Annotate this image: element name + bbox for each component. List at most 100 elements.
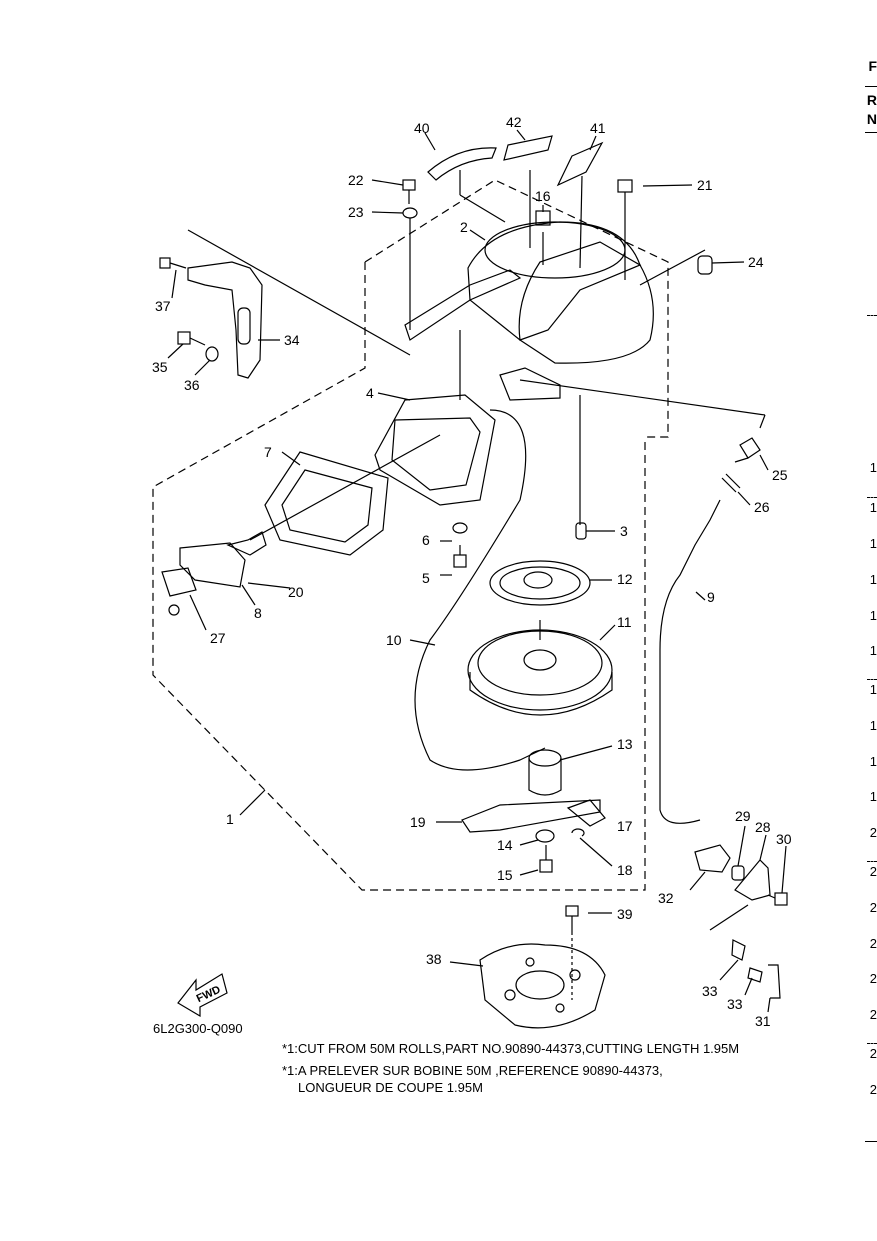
callout: 11 bbox=[617, 614, 632, 630]
cable-27 bbox=[659, 499, 721, 824]
bolt-15 bbox=[539, 845, 553, 873]
assembly-boundary bbox=[152, 179, 669, 891]
edge-number: 1 bbox=[869, 718, 877, 733]
callout: 17 bbox=[617, 818, 633, 834]
callout: 8 bbox=[254, 605, 262, 621]
callout: 21 bbox=[697, 177, 713, 193]
callout: 14 bbox=[497, 837, 513, 853]
edge-rule bbox=[867, 861, 877, 862]
edge-number: 2 bbox=[869, 971, 877, 986]
callout: 26 bbox=[754, 499, 770, 515]
callout: 6 bbox=[422, 532, 430, 548]
right-edge-column: F R N 1 1 1 1 1 1 1 1 1 1 2 2 2 2 2 2 2 … bbox=[863, 0, 877, 1241]
bracket-slot bbox=[237, 307, 251, 345]
callout: 5 bbox=[422, 570, 430, 586]
callout: 39 bbox=[617, 906, 633, 922]
callout: 32 bbox=[658, 890, 674, 906]
edge-number: 2 bbox=[869, 1046, 877, 1061]
starter-rope-10 bbox=[414, 409, 546, 771]
callout: 30 bbox=[776, 831, 792, 847]
edge-number: 1 bbox=[869, 500, 877, 515]
edge-number: 1 bbox=[869, 682, 877, 697]
callout: 35 bbox=[152, 359, 168, 375]
callout: 33 bbox=[702, 983, 718, 999]
washer-23 bbox=[402, 207, 418, 219]
bolt-30 bbox=[767, 892, 788, 906]
bolt-21 bbox=[617, 179, 633, 206]
callout: 27 bbox=[210, 630, 226, 646]
callout: 19 bbox=[410, 814, 426, 830]
link-28 bbox=[734, 859, 771, 901]
cover-top bbox=[484, 221, 626, 279]
collar-24 bbox=[697, 255, 713, 275]
washer-6 bbox=[452, 522, 468, 534]
clip-33b bbox=[747, 967, 763, 983]
edge-rule bbox=[865, 86, 877, 87]
callout: 23 bbox=[348, 204, 364, 220]
edge-number: 1 bbox=[869, 608, 877, 623]
callout: 42 bbox=[506, 114, 522, 130]
clip-9 bbox=[161, 567, 197, 597]
edge-header-n: N bbox=[866, 111, 877, 127]
cover-handle-left bbox=[404, 269, 522, 341]
bushing-13 bbox=[528, 749, 562, 796]
note-line-2: *1:A PRELEVER SUR BOBINE 50M ,REFERENCE … bbox=[282, 1063, 663, 1078]
callout: 33 bbox=[727, 996, 743, 1012]
washer-14 bbox=[535, 829, 555, 843]
edge-rule bbox=[865, 132, 877, 133]
edge-rule bbox=[867, 315, 877, 316]
edge-number: 1 bbox=[869, 536, 877, 551]
edge-number: 1 bbox=[869, 572, 877, 587]
grip-7 bbox=[264, 451, 389, 556]
rod-31 bbox=[768, 964, 781, 999]
callout: 40 bbox=[414, 120, 430, 136]
plate-38 bbox=[479, 943, 606, 1029]
callout: 13 bbox=[617, 736, 633, 752]
diagram-code: 6L2G300-Q090 bbox=[153, 1021, 243, 1036]
edge-number: 2 bbox=[869, 1007, 877, 1022]
fwd-arrow-icon bbox=[177, 973, 228, 1018]
cable-25 bbox=[734, 437, 761, 463]
callout-labels: 40 42 41 22 21 16 23 2 24 37 34 35 36 4 … bbox=[152, 114, 792, 1029]
callout: 20 bbox=[288, 584, 304, 600]
callout: 3 bbox=[620, 523, 628, 539]
callout: 10 bbox=[386, 632, 402, 648]
callout: 16 bbox=[535, 188, 551, 204]
callout: 4 bbox=[366, 385, 374, 401]
edge-rule bbox=[867, 1043, 877, 1044]
callout: 38 bbox=[426, 951, 442, 967]
edge-number: 1 bbox=[869, 643, 877, 658]
spiral-spring-12 bbox=[489, 560, 591, 606]
bracket-32 bbox=[694, 844, 731, 873]
edge-number: 2 bbox=[869, 900, 877, 915]
edge-number: 1 bbox=[869, 789, 877, 804]
edge-header-f: F bbox=[868, 58, 877, 74]
starter-rope-main bbox=[249, 434, 441, 541]
edge-number: 2 bbox=[869, 1082, 877, 1097]
spring-18 bbox=[571, 828, 585, 837]
handle-8 bbox=[179, 542, 246, 588]
callout: 29 bbox=[735, 808, 751, 824]
callout: 2 bbox=[460, 219, 468, 235]
callout: 31 bbox=[755, 1013, 771, 1029]
callout: 12 bbox=[617, 571, 633, 587]
plate-19 bbox=[461, 799, 601, 833]
callout: 25 bbox=[772, 467, 788, 483]
callout: 37 bbox=[155, 298, 171, 314]
cover-base-foot bbox=[499, 367, 561, 401]
decal-40 bbox=[427, 147, 497, 181]
note-line-1: *1:CUT FROM 50M ROLLS,PART NO.90890-4437… bbox=[282, 1041, 740, 1056]
grip-cap-20 bbox=[226, 531, 267, 556]
washer-36 bbox=[205, 346, 219, 362]
bolt-5 bbox=[453, 545, 467, 568]
edge-header-r: R bbox=[866, 92, 877, 108]
callout: 36 bbox=[184, 377, 200, 393]
callout: 9 bbox=[707, 589, 715, 605]
edge-rule bbox=[867, 497, 877, 498]
edge-number: 1 bbox=[869, 754, 877, 769]
clip-33a bbox=[731, 939, 746, 961]
spring-26 bbox=[721, 473, 741, 493]
edge-number: 2 bbox=[869, 864, 877, 879]
callout: 28 bbox=[755, 819, 771, 835]
